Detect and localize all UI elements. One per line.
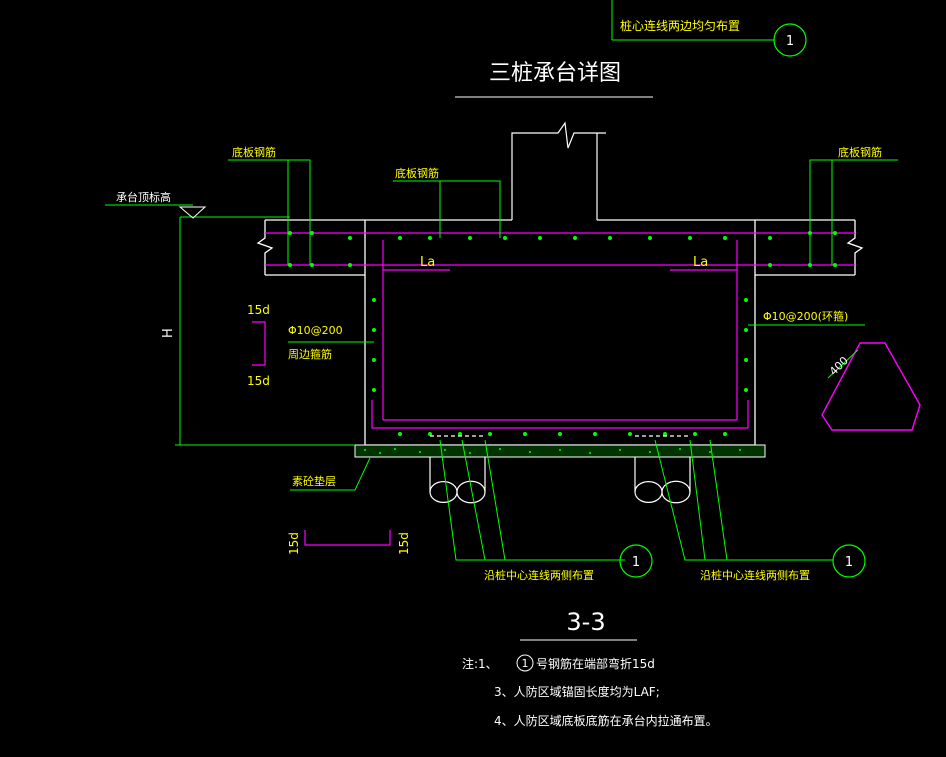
note-1-circle — [516, 654, 534, 672]
cushion-hatch — [364, 448, 741, 454]
height-label: H — [161, 328, 176, 338]
elevation-symbol — [178, 206, 207, 219]
stirrup-left-desc: 周边箍筋 — [288, 347, 332, 361]
top-note-group: 桩心连线两边均匀布置 1 — [611, 0, 807, 57]
pile-cap-outline — [256, 219, 864, 446]
cap-top-elevation-label: 承台顶标高 — [116, 190, 171, 204]
callout-circle-right — [832, 544, 866, 578]
cap-rebar-cage — [371, 270, 749, 429]
bottom-rebar-mid-label: 底板钢筋 — [395, 166, 439, 180]
pile-right-label: 沿桩中心连线两侧布置 — [700, 568, 810, 582]
stirrup-left-label: Φ10@200 — [288, 324, 343, 337]
dim-15d-c: 15d — [287, 532, 301, 555]
note-3-text: 3、人防区域锚固长度均为LAF; — [494, 684, 660, 699]
dim-400-line — [827, 349, 859, 379]
dim-400-label: 400 — [827, 354, 851, 378]
callout-number-left: 1 — [632, 555, 640, 570]
pile-left-label: 沿桩中心连线两侧布置 — [484, 568, 594, 582]
note-4-text: 4、人防区域底板底筋在承台内拉通布置。 — [494, 713, 718, 728]
la-left-label: La — [420, 255, 435, 270]
column-stub — [511, 121, 606, 220]
bottom-rebar-left-label: 底板钢筋 — [232, 145, 276, 159]
stirrup-right-label: Φ10@200(环箍) — [763, 309, 848, 323]
cap-plan-triangle — [821, 342, 921, 431]
callout-number-top: 1 — [786, 34, 794, 49]
leader-lines — [105, 159, 898, 561]
pile-left — [429, 435, 486, 504]
pile-right — [634, 435, 691, 504]
section-label: 3-3 — [566, 608, 605, 636]
dim-15d-d: 15d — [397, 532, 411, 555]
callout-circle-left — [619, 544, 653, 578]
la-right-label: La — [693, 255, 708, 270]
callout-number-right: 1 — [845, 555, 853, 570]
dim-15d-a: 15d — [247, 303, 270, 317]
hook-marks — [252, 321, 391, 546]
cushion-label: 素砼垫层 — [292, 474, 336, 488]
note-1-text: 号钢筋在端部弯折15d — [536, 656, 655, 671]
slab-rebar — [265, 232, 855, 271]
note-1-circle-number: 1 — [522, 657, 529, 670]
top-note-text: 桩心连线两边均匀布置 — [620, 18, 740, 33]
bottom-rebar-right-label: 底板钢筋 — [838, 145, 882, 159]
dim-15d-b: 15d — [247, 374, 270, 388]
callout-circle-top — [773, 23, 807, 57]
drawing-title: 三桩承台详图 — [489, 61, 621, 86]
note-1-prefix: 注:1、 — [462, 656, 498, 671]
notes-block: 注:1、 1 号钢筋在端部弯折15d 3、人防区域锚固长度均为LAF; 4、人防… — [462, 654, 718, 728]
